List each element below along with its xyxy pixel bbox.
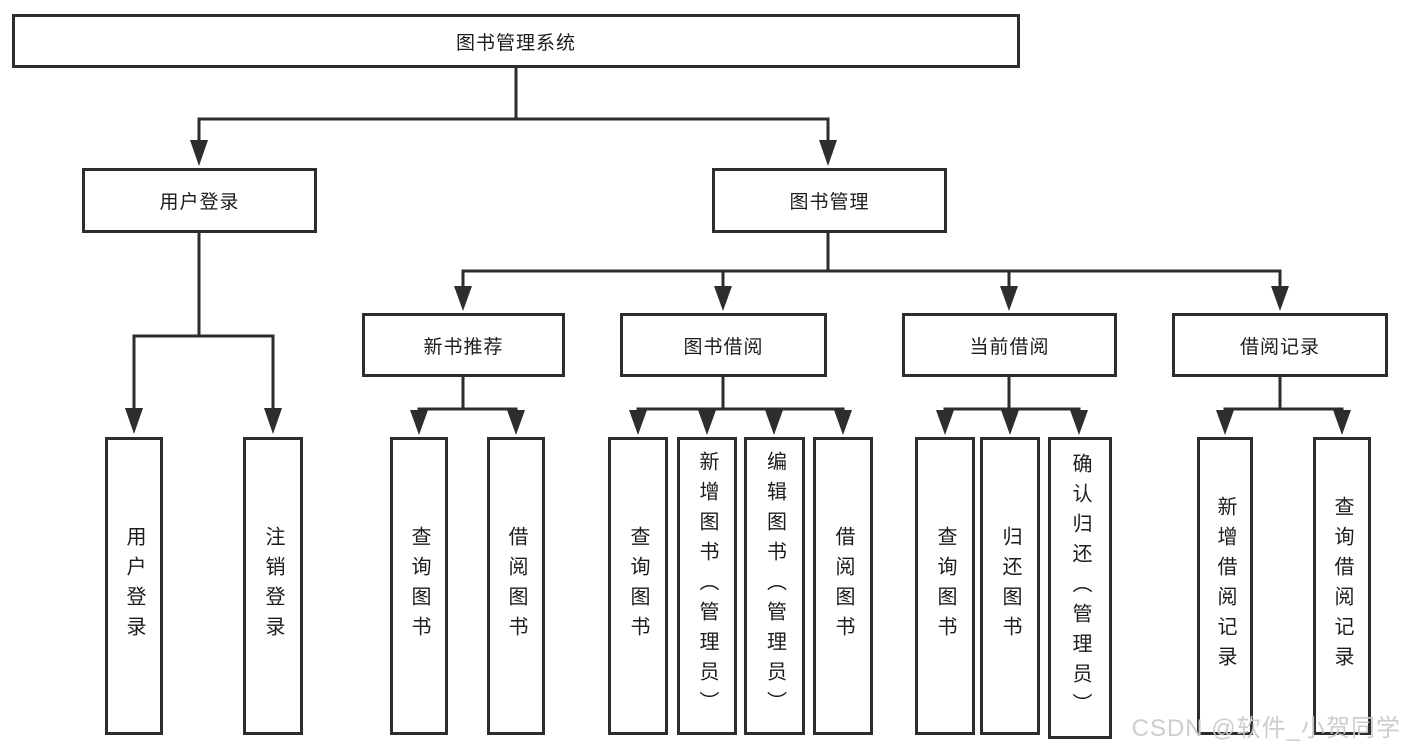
node-leaf-query-borrow-record: 查询借阅记录 (1313, 437, 1371, 735)
node-leaf-return-books: 归还图书 (980, 437, 1040, 735)
node-new-book-recommend: 新书推荐 (362, 313, 565, 377)
node-leaf-user-login: 用户登录 (105, 437, 163, 735)
node-leaf-query-books-2: 查询图书 (608, 437, 668, 735)
node-leaf-edit-books-admin: 编辑图书（管理员） (744, 437, 805, 735)
node-root: 图书管理系统 (12, 14, 1020, 68)
node-leaf-logout: 注销登录 (243, 437, 303, 735)
node-leaf-borrow-books-2: 借阅图书 (813, 437, 873, 735)
node-user-login: 用户登录 (82, 168, 317, 233)
node-current-borrow: 当前借阅 (902, 313, 1117, 377)
node-leaf-add-borrow-record: 新增借阅记录 (1197, 437, 1253, 735)
node-leaf-borrow-books-1: 借阅图书 (487, 437, 545, 735)
node-leaf-query-books-1: 查询图书 (390, 437, 448, 735)
node-leaf-add-books-admin: 新增图书（管理员） (677, 437, 737, 735)
node-book-borrow: 图书借阅 (620, 313, 827, 377)
node-book-management: 图书管理 (712, 168, 947, 233)
node-borrow-records: 借阅记录 (1172, 313, 1388, 377)
csdn-watermark: CSDN @软件_小贺同学 (1131, 715, 1401, 742)
node-leaf-confirm-return-admin: 确认归还（管理员） (1048, 437, 1112, 739)
node-leaf-query-books-3: 查询图书 (915, 437, 975, 735)
